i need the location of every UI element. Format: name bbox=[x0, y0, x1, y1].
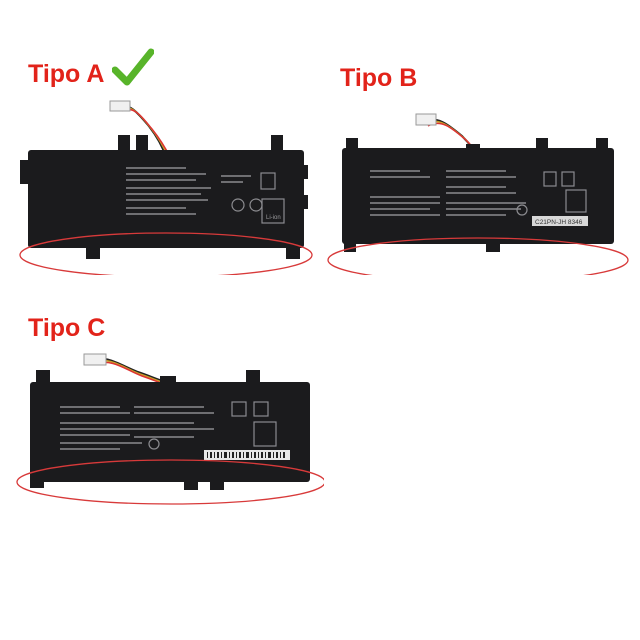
tipo-b-label: Tipo B bbox=[340, 64, 418, 92]
battery-a-li-ion: Li-ion bbox=[266, 215, 281, 221]
battery-a-connector bbox=[109, 100, 131, 112]
battery-c-connector bbox=[83, 353, 107, 366]
tipo-c-label: Tipo C bbox=[28, 314, 106, 342]
battery-b-image: C21PN-JH 8346 bbox=[326, 100, 631, 275]
tipo-a-label: Tipo A bbox=[28, 60, 105, 88]
battery-c-image bbox=[14, 346, 324, 536]
battery-b-connector bbox=[415, 113, 437, 126]
battery-b-sticker-text: C21PN-JH 8346 bbox=[535, 219, 583, 226]
check-icon bbox=[112, 48, 154, 86]
battery-a-image: Li-ion bbox=[16, 95, 316, 275]
